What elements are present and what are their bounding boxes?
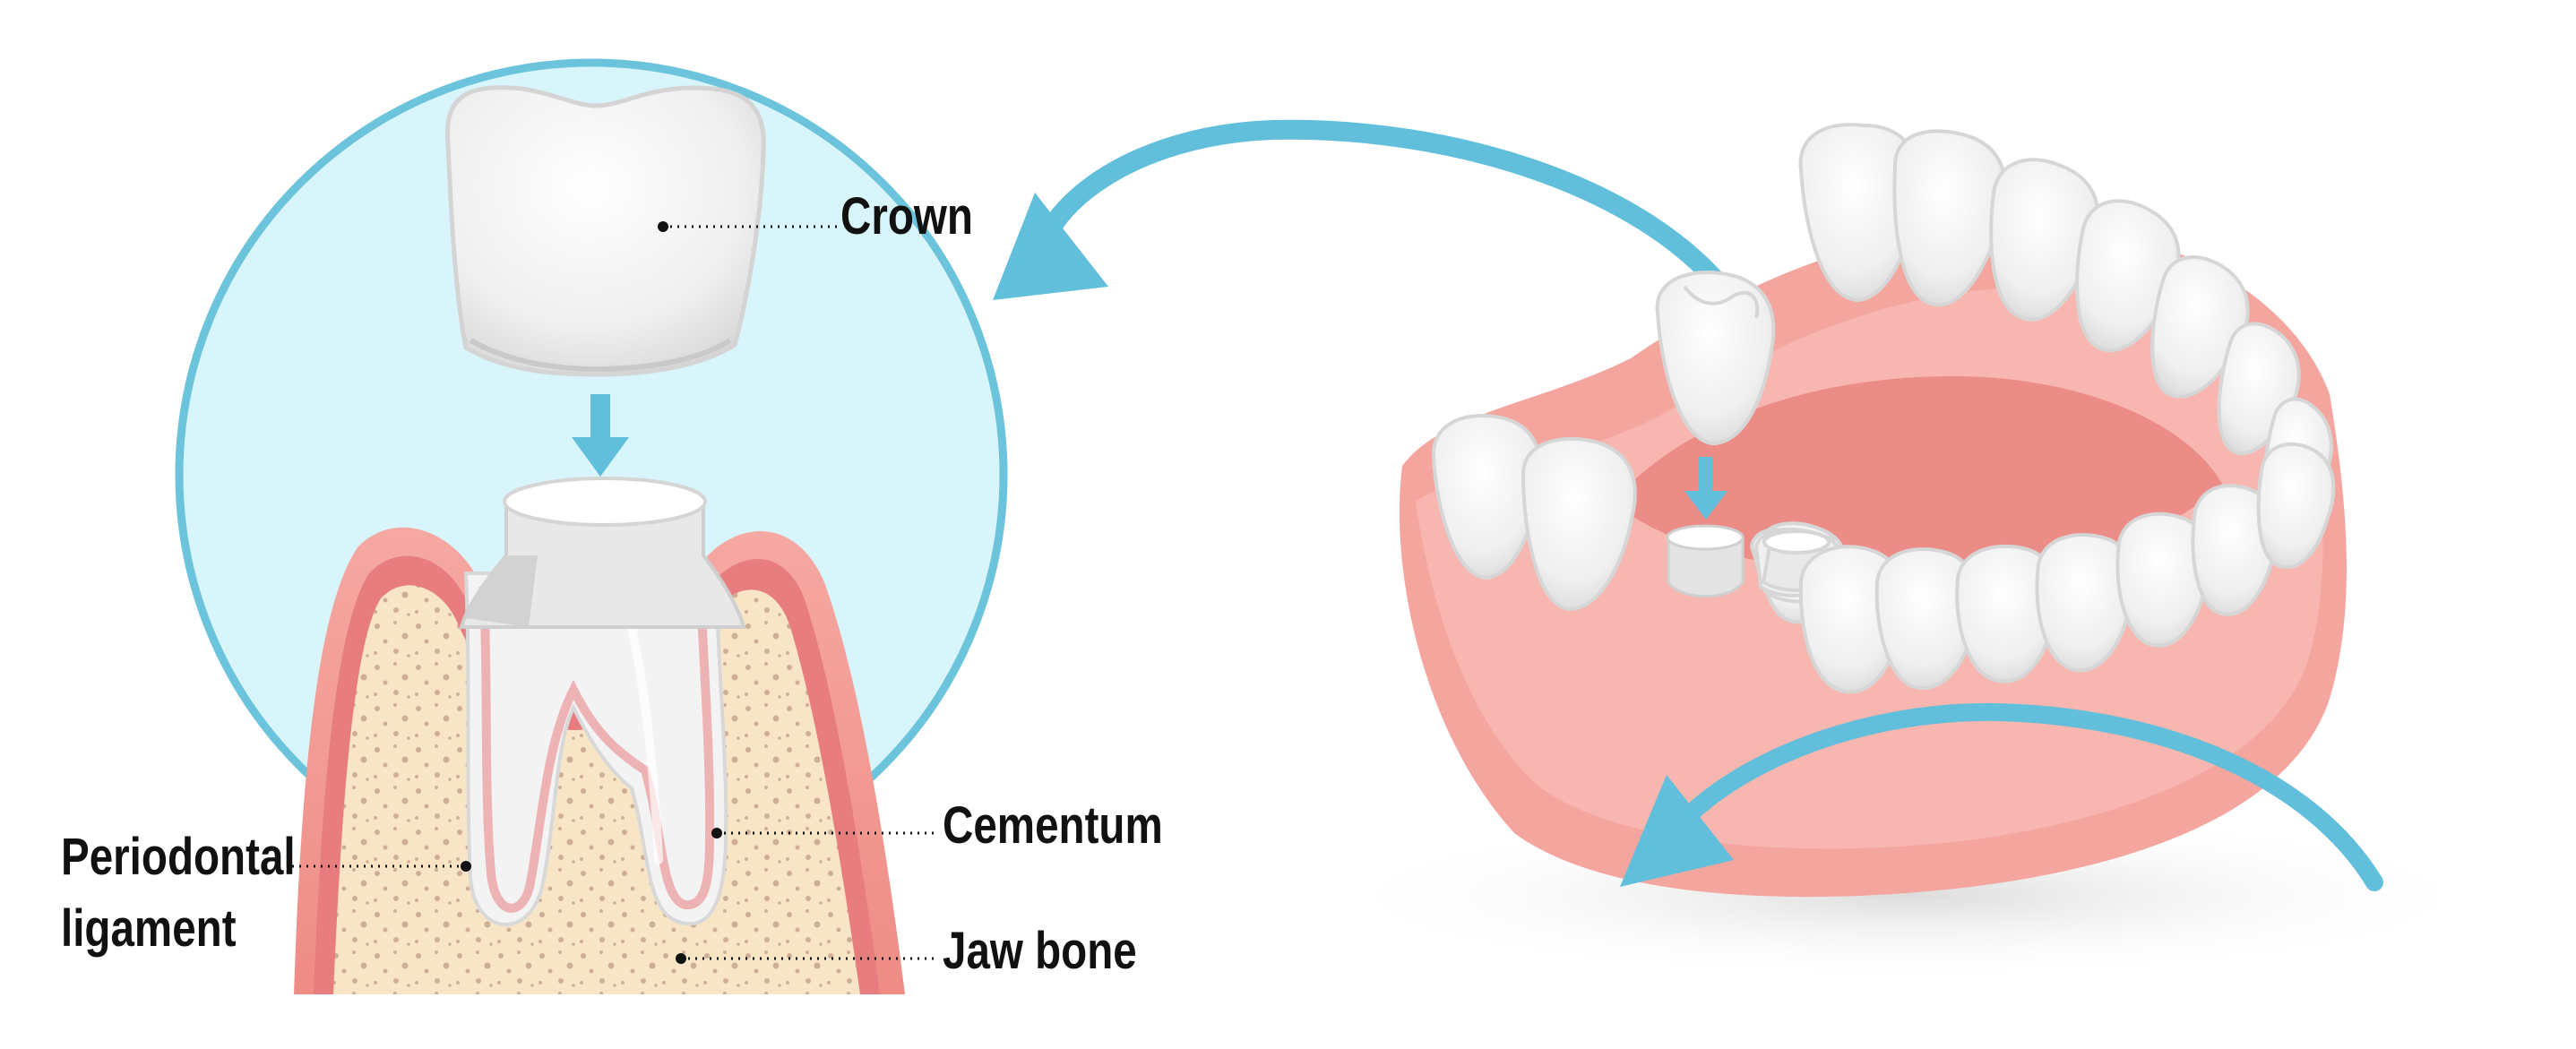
crown-tooth — [447, 88, 763, 374]
curved-arrow-top-icon — [993, 130, 1738, 309]
label-cementum: Cementum — [943, 797, 1163, 855]
label-periodontal-line1: Periodontal — [61, 829, 296, 886]
label-periodontal-line2: ligament — [61, 900, 237, 958]
label-crown: Crown — [840, 188, 973, 245]
label-jaw-bone: Jaw bone — [943, 923, 1137, 980]
jaw-abutment — [1667, 526, 1743, 597]
lower-jaw-illustration — [1317, 125, 2500, 981]
